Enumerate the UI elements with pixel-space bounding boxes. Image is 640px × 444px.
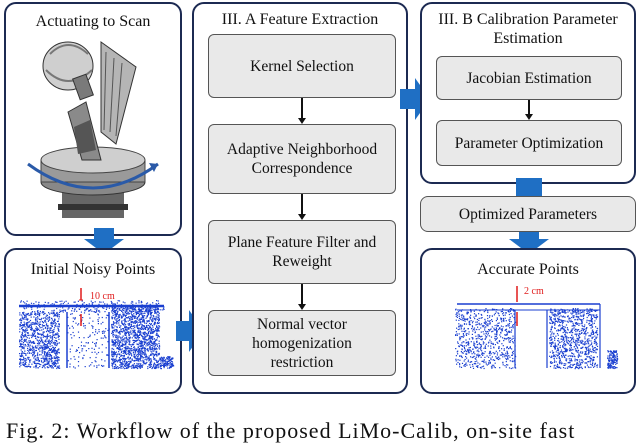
step-kernel-selection: Kernel Selection	[208, 34, 396, 98]
arrow-optimized-to-accurate	[509, 232, 549, 254]
panel-initial-noisy-points: Initial Noisy Points 10 cm	[4, 248, 182, 394]
step-normal-vector: Normal vector homogenization restriction	[208, 310, 396, 376]
step-parameter-optimization: Parameter Optimization	[436, 120, 622, 166]
flow-connector	[301, 284, 303, 304]
accurate-point-cloud	[455, 286, 619, 370]
arrow-calib-to-optimized	[516, 178, 542, 198]
panel-title: III. A Feature Extraction	[221, 11, 379, 28]
arrow-scan-to-noisy	[84, 228, 124, 254]
flow-arrowhead	[298, 214, 306, 220]
panel-actuating-to-scan: Actuating to Scan	[4, 2, 182, 236]
panel-title: III. B Calibration Parameter Estimation	[438, 11, 618, 47]
step-adaptive-neighborhood: Adaptive Neighborhood Correspondence	[208, 124, 396, 194]
flow-connector	[528, 100, 530, 114]
flow-arrowhead	[298, 118, 306, 124]
flow-arrowhead	[525, 114, 533, 120]
flow-arrowhead	[298, 304, 306, 310]
figure-caption: Fig. 2: Workflow of the proposed LiMo-Ca…	[6, 418, 576, 443]
noisy-point-cloud	[19, 288, 175, 370]
lidar-device-illustration	[27, 41, 159, 218]
measure-label: 2 cm	[524, 286, 544, 297]
panel-title: Initial Noisy Points	[30, 261, 156, 278]
measure-label: 10 cm	[90, 291, 115, 302]
flow-connector	[301, 98, 303, 118]
panel-title: Accurate Points	[477, 261, 579, 278]
step-plane-feature-filter: Plane Feature Filter and Reweight	[208, 220, 396, 284]
optimized-parameters-box: Optimized Parameters	[420, 196, 636, 232]
panel-title: Actuating to Scan	[35, 13, 151, 30]
panel-accurate-points: Accurate Points 2 cm	[420, 248, 636, 394]
step-jacobian-estimation: Jacobian Estimation	[436, 56, 622, 100]
flow-connector	[301, 194, 303, 214]
